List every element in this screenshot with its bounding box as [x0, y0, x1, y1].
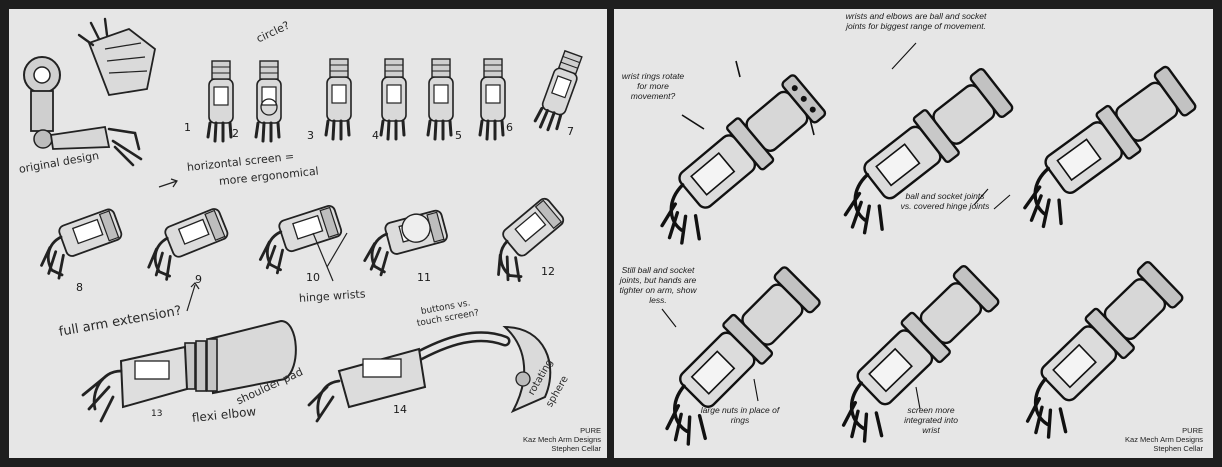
- design-4-sketch: [379, 57, 408, 141]
- design-number-2: 2: [232, 127, 239, 140]
- design-1-sketch: [206, 59, 235, 143]
- right-sketch-sheet: wrist rings rotate for more movement? wr…: [614, 9, 1213, 458]
- design-5-sketch: [426, 57, 455, 141]
- arm-sketch-b: [821, 64, 1025, 245]
- design-number-7: 7: [567, 125, 574, 138]
- left-credits: PURE Kaz Mech Arm Designs Stephen Cellar: [523, 426, 601, 453]
- design-2-sketch: [254, 59, 283, 143]
- design-9-sketch: [136, 205, 237, 286]
- design-11-sketch: [355, 207, 454, 280]
- design-number-10: 10: [306, 271, 320, 284]
- design-14-sketch: [307, 325, 552, 423]
- design-number-12: 12: [541, 265, 555, 278]
- design-number-9: 9: [195, 273, 202, 286]
- note-large-nuts: large nuts in place of rings: [700, 405, 780, 425]
- design-8-sketch: [29, 206, 130, 284]
- left-sketches-drawing: [23, 17, 587, 423]
- note-screen-more: screen more integrated into wrist: [904, 405, 958, 435]
- original-arm-sketch: [23, 17, 156, 167]
- design-number-4: 4: [372, 129, 379, 142]
- design-3-sketch: [324, 57, 353, 141]
- design-number-14: 14: [393, 403, 407, 416]
- design-number-1: 1: [184, 121, 191, 134]
- arm-sketch-f: [1000, 257, 1196, 449]
- arm-sketch-c: [1001, 62, 1207, 239]
- design-7-sketch: [532, 47, 587, 135]
- note-still-ball: Still ball and socket joints, but hands …: [619, 265, 697, 305]
- left-sketch-sheet: circle? original design horizontal scree…: [9, 9, 607, 458]
- credit-title: PURE: [1182, 426, 1203, 435]
- design-number-6: 6: [506, 121, 513, 134]
- credit-author: Stephen Cellar: [551, 444, 601, 453]
- credit-title: PURE: [580, 426, 601, 435]
- design-number-3: 3: [307, 129, 314, 142]
- credit-author: Stephen Cellar: [1153, 444, 1203, 453]
- credit-project: Kaz Mech Arm Designs: [523, 435, 601, 444]
- credit-project: Kaz Mech Arm Designs: [1125, 435, 1203, 444]
- design-number-11: 11: [417, 271, 431, 284]
- right-sketches-drawing: [636, 42, 1207, 456]
- design-12-sketch: [477, 194, 578, 290]
- design-6-sketch: [478, 57, 507, 141]
- design-number-8: 8: [76, 281, 83, 294]
- note-ball-elbows: wrists and elbows are ball and socket jo…: [845, 11, 987, 31]
- design-number-13: 13: [151, 409, 163, 419]
- design-13-sketch: [81, 319, 297, 423]
- design-number-5: 5: [455, 129, 462, 142]
- arm-sketch-a: [636, 70, 838, 255]
- right-credits: PURE Kaz Mech Arm Designs Stephen Cellar: [1125, 426, 1203, 453]
- note-ball-vs-hinge: ball and socket joints vs. covered hinge…: [900, 191, 990, 211]
- note-wrist-rings: wrist rings rotate for more movement?: [621, 71, 685, 101]
- design-10-sketch: [249, 202, 350, 278]
